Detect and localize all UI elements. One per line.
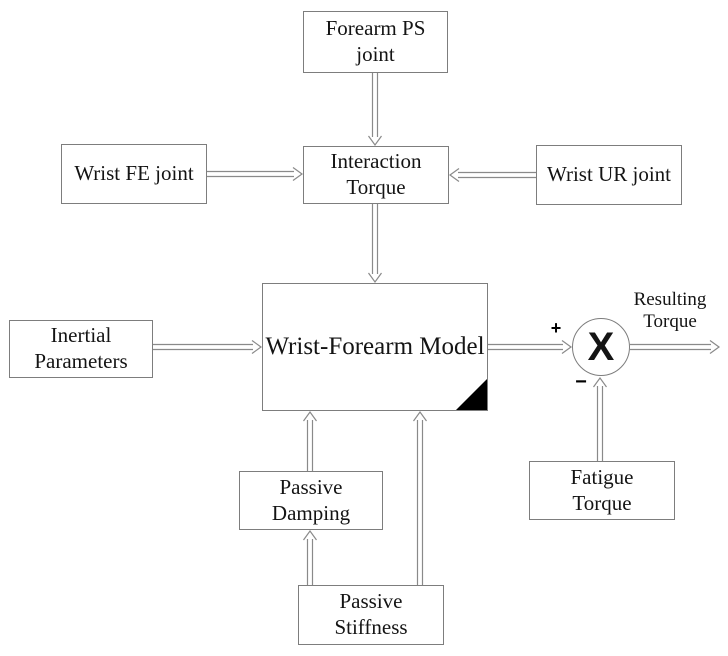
arrow-multiplier-to-output <box>630 340 721 354</box>
node-label-forearm-ps-joint: Forearm PS joint <box>325 16 426 66</box>
node-passive-damping: Passive Damping <box>239 471 383 530</box>
minus-sign: − <box>575 370 587 393</box>
node-label-wrist-ur-joint: Wrist UR joint <box>547 162 671 187</box>
node-label-passive-stiffness: Passive Stiffness <box>334 589 408 639</box>
node-interaction-torque: Interaction Torque <box>303 146 449 204</box>
arrow-model-to-multiplier <box>488 340 573 354</box>
node-label-interaction-torque: Interaction Torque <box>330 149 422 199</box>
node-fatigue-torque: Fatigue Torque <box>529 461 675 520</box>
node-label-passive-damping: Passive Damping <box>271 474 351 525</box>
multiplier-symbol: X <box>587 325 615 369</box>
arrow-wrist-ur-to-interaction-torque <box>448 168 536 182</box>
plus-sign: + <box>550 317 562 338</box>
arrow-forearm-ps-to-interaction-torque <box>368 73 382 147</box>
resulting-torque-label: Resulting Torque <box>633 289 707 333</box>
node-label-wrist-forearm-model: Wrist-Forearm Model <box>265 332 485 360</box>
arrow-passive-stiffness-to-passive-damping <box>303 529 317 585</box>
node-wrist-forearm-model: Wrist-Forearm Model <box>262 283 488 411</box>
arrow-passive-damping-to-model <box>303 410 317 471</box>
arrow-wrist-fe-to-interaction-torque <box>207 167 304 181</box>
node-wrist-fe-joint: Wrist FE joint <box>61 144 207 204</box>
node-label-wrist-fe-joint: Wrist FE joint <box>74 161 194 186</box>
arrow-passive-stiffness-to-model <box>413 410 427 585</box>
node-inertial-parameters: Inertial Parameters <box>9 320 153 378</box>
node-forearm-ps-joint: Forearm PS joint <box>303 11 448 73</box>
node-wrist-ur-joint: Wrist UR joint <box>536 145 682 205</box>
arrow-interaction-torque-to-model <box>368 204 382 284</box>
arrow-fatigue-torque-to-multiplier <box>593 376 607 461</box>
node-multiplier-circle: X <box>572 318 630 376</box>
node-label-inertial-parameters: Inertial Parameters <box>34 323 128 373</box>
node-label-fatigue-torque: Fatigue Torque <box>570 464 634 515</box>
arrow-inertial-parameters-to-model <box>153 340 263 354</box>
node-passive-stiffness: Passive Stiffness <box>298 585 444 645</box>
